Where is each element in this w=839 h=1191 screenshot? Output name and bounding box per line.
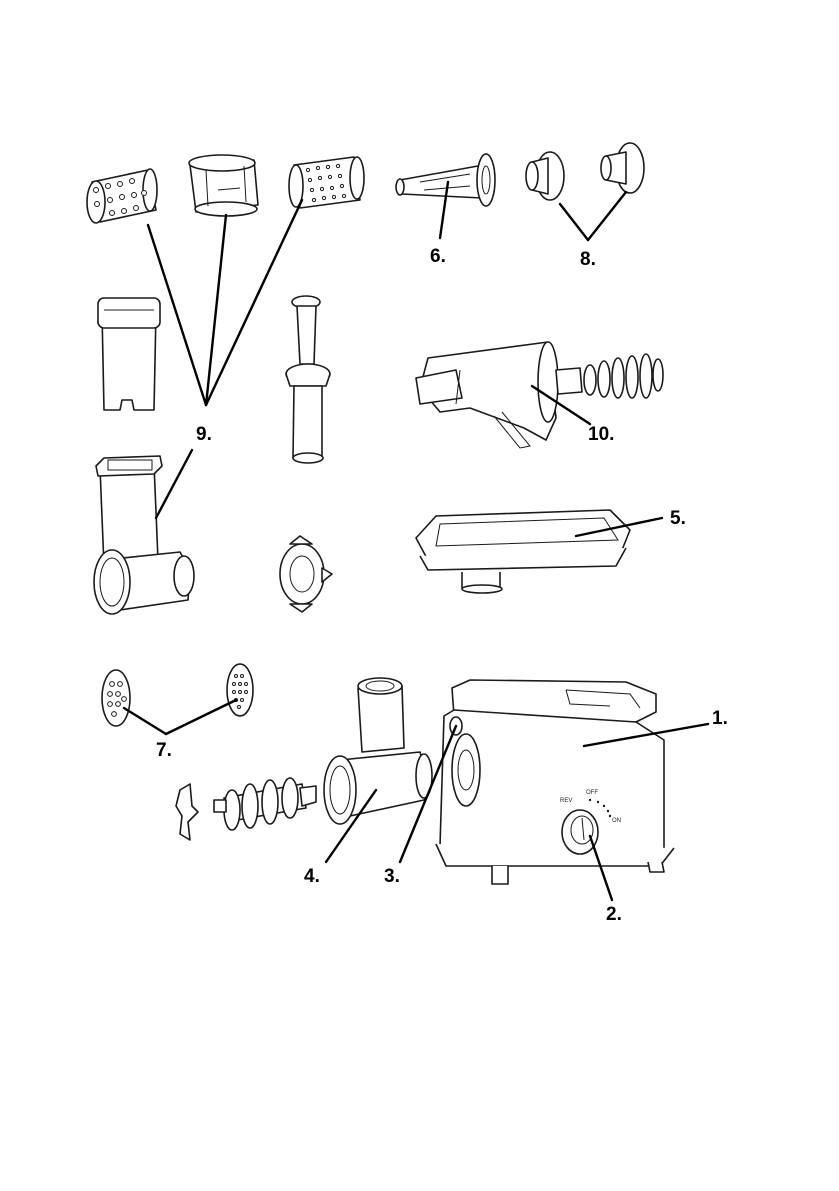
knob-mark-rev: REV (560, 798, 572, 804)
label-sausage-nozzle: 6. (430, 246, 446, 267)
grinder-head (324, 678, 432, 824)
label-tray: 5. (670, 508, 686, 529)
label-slicer-drums: 9. (196, 424, 212, 445)
slicer-drum-fine (289, 157, 364, 208)
tray (416, 510, 630, 593)
slicer-drum-coarse (87, 169, 157, 223)
label-grinder-head: 4. (304, 866, 320, 887)
label-mincing-plates: 7. (156, 740, 172, 761)
label-speed-knob: 2. (606, 904, 622, 925)
food-pusher (98, 298, 160, 410)
mincing-plate-fine (227, 664, 253, 716)
locking-ring (280, 536, 332, 612)
label-kibbe-attachment: 8. (580, 249, 596, 270)
slicer-housing (94, 456, 194, 614)
kibbe-attachment-ring (601, 143, 644, 193)
stomper (286, 296, 330, 463)
cutting-blade (176, 784, 198, 840)
kibbe-attachment-cone (526, 152, 564, 200)
knob-mark-off: OFF (586, 790, 598, 796)
drive-outlet (452, 734, 480, 806)
label-juicer-attachment: 10. (588, 424, 614, 445)
label-main-unit: 1. (712, 708, 728, 729)
leader-8-a (560, 204, 588, 240)
leader-7-a (124, 708, 166, 734)
knob-mark-on: ON (612, 818, 621, 824)
leader-7-b (166, 700, 236, 734)
mincing-plate-coarse (102, 670, 130, 726)
leader-8-b (588, 192, 626, 240)
feed-screw (214, 778, 316, 830)
juicer-attachment (416, 342, 663, 448)
label-reverse-button: 3. (384, 866, 400, 887)
leader-9-b (206, 215, 226, 405)
slicer-drum-blade (189, 155, 258, 216)
